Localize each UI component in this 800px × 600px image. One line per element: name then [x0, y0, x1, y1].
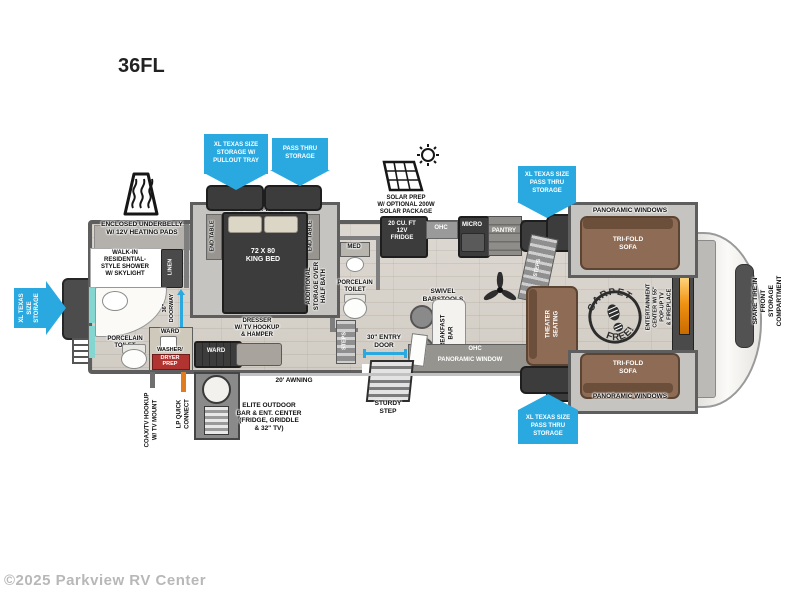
outdoor-kitchen [194, 372, 240, 440]
pillow [264, 216, 298, 233]
med-cabinet [340, 242, 370, 257]
bath-toilet [121, 349, 147, 369]
front-window [735, 264, 754, 348]
wall-bath-bedroom [184, 224, 189, 288]
washer-icon [160, 336, 177, 350]
entry-measure-tick [363, 349, 366, 358]
sturdy-step [365, 360, 415, 402]
page-title: 36FL [118, 55, 165, 77]
bedroom-steps-label: STEPS [341, 331, 348, 351]
doorway-measure-top-arrow [177, 289, 185, 295]
callout-xl-top: XL TEXAS SIZE PASS THRU STORAGE [518, 166, 576, 202]
storage-bin [264, 185, 322, 211]
fridge-label: 20 CU. FT 12V FRIDGE [388, 221, 416, 242]
bedroom-ward-label: WARD [206, 348, 226, 354]
callout-xl-top-label: XL TEXAS SIZE PASS THRU STORAGE [524, 172, 570, 194]
rear-window-accent [89, 326, 95, 358]
awning-label: 20' AWNING [275, 377, 313, 384]
bedroom-steps [336, 320, 356, 364]
pano-window-label: PANORAMIC WINDOW [437, 357, 503, 363]
king-bed-label: 72 X 80 KING BED [245, 248, 281, 264]
trifold-sofa-bottom-label: TRI-FOLD SOFA [612, 360, 644, 375]
lp-connect-post [181, 372, 186, 392]
entry-measure-tick [404, 349, 407, 358]
fireplace [679, 277, 690, 335]
callout-xl-bottom-label: XL TEXAS SIZE PASS THRU STORAGE [525, 415, 571, 437]
shower-label: WALK-IN RESIDENTIAL- STYLE SHOWER W/ SKY… [100, 250, 149, 278]
ohc-bottom-label: OHC [468, 346, 482, 352]
outdoor-kitchen-label: ELITE OUTDOOR BAR & ENT. CENTER (FRIDGE,… [236, 402, 302, 432]
ward-label: WARD [160, 329, 180, 335]
doorway-label: 36" DOORWAY [162, 293, 175, 323]
awning-line [196, 373, 522, 376]
bedroom-ward [194, 341, 242, 368]
callout-pass-thru: PASS THRU STORAGE [272, 138, 328, 170]
sturdy-step-label: STURDY STEP [374, 400, 402, 415]
callout-xl-pullout: XL TEXAS SIZE STORAGE W/ PULLOUT TRAY [204, 134, 268, 174]
watermark: ©2025 Parkview RV Center [4, 572, 207, 589]
rear-window-accent [89, 287, 95, 323]
entertainment-label: ENTERTAINMENT CENTER W/ 55" POP-UP TV & … [645, 283, 672, 331]
linen-cabinet [161, 249, 183, 288]
doorway-measure-line [180, 292, 183, 330]
ohc-top [426, 221, 458, 239]
callout-xl-left-label: XL TEXAS SIZE STORAGE [18, 293, 40, 323]
trifold-sofa-top-label: TRI-FOLD SOFA [612, 236, 644, 251]
end-table-right-label: END TABLE [307, 220, 314, 252]
micro-label: MICRO [462, 222, 482, 228]
ohc-top-label: OHC [434, 225, 448, 231]
end-table-left [206, 214, 222, 260]
wall-halfbath-right [376, 240, 380, 290]
entry-measure-line [364, 352, 406, 355]
callout-xl-left: XL TEXAS SIZE STORAGE [14, 288, 46, 328]
windows-top-label: PANORAMIC WINDOWS [592, 207, 668, 214]
pantry [488, 216, 522, 256]
dryer-prep-label: DRYER PREP [160, 355, 180, 368]
halfbath-toilet [343, 298, 367, 319]
coax-hookup-post [150, 372, 155, 388]
med-label: MED [347, 244, 361, 250]
callout-xl-pullout-label: XL TEXAS SIZE STORAGE W/ PULLOUT TRAY [213, 142, 259, 164]
spare-tire-label: SPARE TIRE IN FRONT STORAGE COMPARTMENT [751, 275, 784, 327]
halfbath-sink [346, 257, 364, 272]
end-table-left-label: END TABLE [209, 220, 216, 252]
theater-armrest [529, 289, 537, 359]
cooktop [461, 233, 485, 252]
fridge [380, 216, 428, 258]
windows-bottom-label: PANORAMIC WINDOWS [592, 393, 668, 400]
wall-halfbath-top [333, 236, 381, 240]
dresser [236, 343, 282, 366]
theater-label: THEATER SEATING [545, 310, 560, 338]
outdoor-fridge [204, 406, 229, 435]
underbelly-label: ENCLOSED UNDERBELLY W/ 12V HEATING PADS [101, 221, 183, 236]
halfbath-toilet-label: PORCELAIN TOILET [337, 280, 373, 294]
barstool [410, 305, 434, 329]
dresser-label: DRESSER W/ TV HOOKUP & HAMPER [234, 318, 280, 339]
coax-label: COAX/TV HOOKUP W/ TV MOUNT [144, 392, 159, 448]
entry-door-label: 30" ENTRY DOOR [367, 334, 401, 349]
washer-label: WASHER/ [157, 347, 183, 353]
sofa-back [583, 383, 673, 393]
bath-sink [102, 291, 128, 311]
callout-xl-bottom: XL TEXAS SIZE PASS THRU STORAGE [518, 410, 578, 444]
callout-pass-thru-label: PASS THRU STORAGE [282, 146, 318, 160]
lp-label: LP QUICK CONNECT [176, 399, 191, 429]
pantry-label: PANTRY [492, 228, 516, 234]
solar-prep-icon [382, 144, 439, 192]
heating-pads-icon [123, 172, 159, 216]
kitchen-counter-window [408, 344, 534, 372]
halfbath-storage-label: ADDITIONAL STORAGE OVER HALF BATH [305, 261, 327, 311]
outdoor-griddle [202, 375, 231, 404]
pillow [228, 216, 262, 233]
ceiling-fan-icon [483, 272, 517, 301]
linen-label: LINEN [167, 258, 174, 276]
sofa-back [583, 218, 673, 229]
dryer-prep-box [152, 354, 190, 370]
solar-prep-label: SOLAR PREP W/ OPTIONAL 200W SOLAR PACKAG… [377, 195, 435, 216]
